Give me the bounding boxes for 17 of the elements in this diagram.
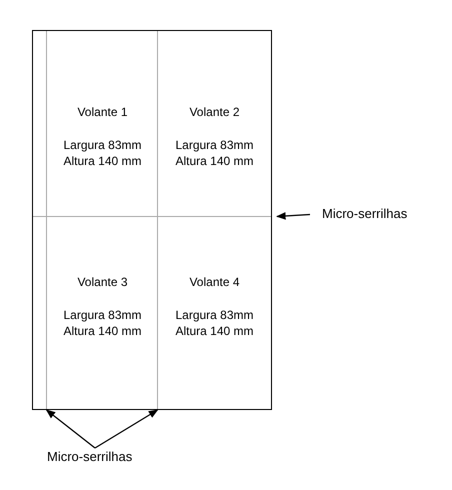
- leader-arrow: [94, 409, 158, 449]
- size-text: Largura 83mm Altura 140 mm: [174, 137, 255, 169]
- leader-arrow: [276, 212, 310, 220]
- size-text: Largura 83mm Altura 140 mm: [62, 137, 143, 169]
- perforation-line: [33, 216, 271, 217]
- panel-title: Volante 1: [77, 105, 128, 119]
- perforation-line: [157, 31, 158, 409]
- panel-title: Volante 2: [189, 105, 240, 119]
- panel-title: Volante 4: [189, 275, 240, 289]
- panel-title: Volante 3: [77, 275, 128, 289]
- perforation-line: [46, 31, 47, 409]
- size-text: Largura 83mm Altura 140 mm: [174, 307, 255, 339]
- paper-sheet: [32, 30, 272, 410]
- leader-arrow: [46, 409, 96, 448]
- size-text: Largura 83mm Altura 140 mm: [62, 307, 143, 339]
- callout-label: Micro-serrilhas: [47, 449, 132, 464]
- callout-label: Micro-serrilhas: [322, 206, 408, 221]
